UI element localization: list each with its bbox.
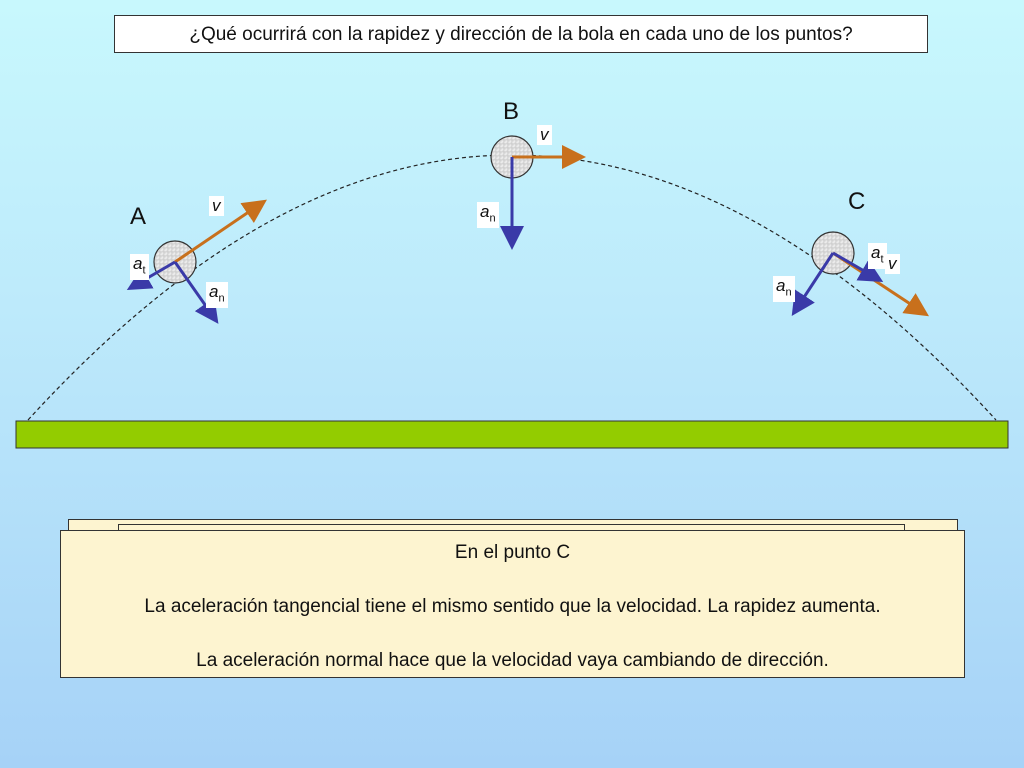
velocity-vector-a	[174, 199, 267, 264]
point-label-a: A	[130, 203, 147, 230]
ground-bar	[15, 420, 1009, 449]
point-label-b: B	[503, 98, 520, 125]
normal-accel-vector-c	[791, 252, 835, 317]
label-an-b: an	[477, 202, 499, 229]
point-label-c: C	[848, 188, 866, 215]
normal-accel-vector-a	[173, 261, 219, 324]
label-v-b: v	[537, 125, 552, 145]
label-v-c: v	[885, 254, 900, 274]
ball-a-group	[126, 199, 267, 324]
ball-b-group	[490, 135, 586, 250]
answer-line-1: La aceleración tangencial tiene el mismo…	[144, 596, 881, 617]
question-text: ¿Qué ocurrirá con la rapidez y dirección…	[189, 24, 853, 45]
answer-line-2: La aceleración normal hace que la veloci…	[196, 650, 829, 671]
label-an-c: an	[773, 276, 795, 303]
answer-box: En el punto C La aceleración tangencial …	[60, 530, 965, 678]
question-box: ¿Qué ocurrirá con la rapidez y dirección…	[114, 15, 928, 53]
tangential-accel-vector-a	[126, 260, 176, 291]
answer-title: En el punto C	[454, 542, 571, 563]
label-v-a: v	[209, 196, 224, 216]
label-an-a: an	[206, 282, 228, 309]
label-at-c: at	[868, 243, 887, 270]
ball-c-group	[791, 231, 930, 317]
label-at-a: at	[130, 254, 149, 281]
tangential-accel-vector-c	[832, 251, 884, 283]
